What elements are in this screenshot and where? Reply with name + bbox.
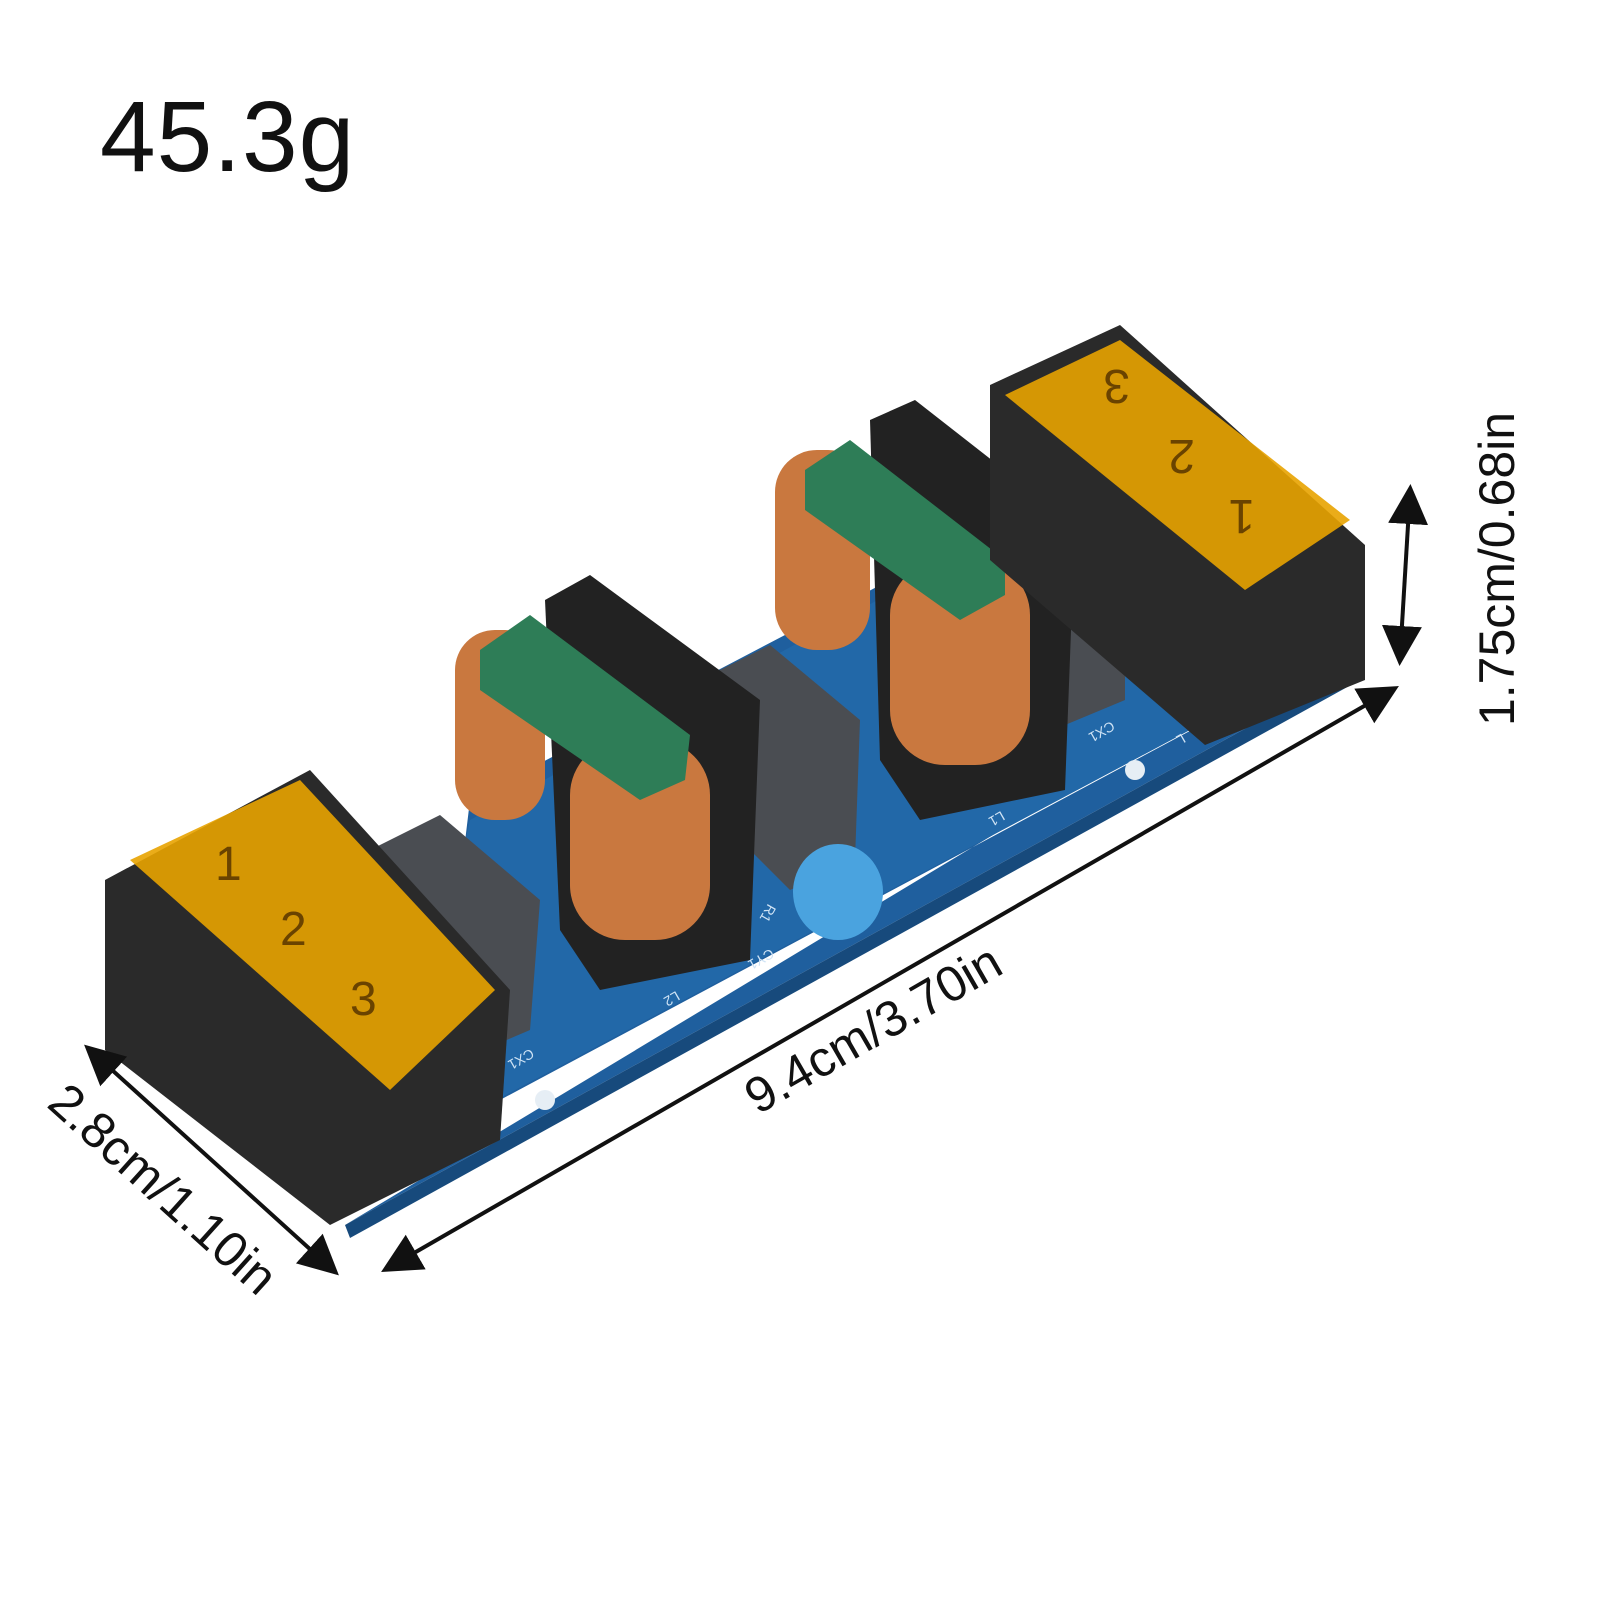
- terminal-cover-right: [1005, 340, 1350, 590]
- terminal-number: 1: [215, 838, 242, 891]
- height-arrow: [1381, 484, 1429, 666]
- mount-hole: [535, 1090, 555, 1110]
- terminal-number: 2: [1168, 429, 1195, 482]
- weight-label: 45.3g: [100, 81, 356, 193]
- height-label: 1.75cm/0.68in: [1469, 411, 1526, 727]
- terminal-number: 3: [350, 973, 377, 1026]
- mount-hole: [1125, 760, 1145, 780]
- length-arrow: [381, 686, 1399, 1272]
- terminal-number: 1: [1228, 489, 1255, 542]
- width-arrow: [84, 1044, 339, 1276]
- terminal-number: 3: [1103, 359, 1130, 412]
- ferrite-core: [805, 440, 1005, 620]
- terminal-number: 2: [280, 903, 307, 956]
- y-capacitor: [793, 844, 883, 940]
